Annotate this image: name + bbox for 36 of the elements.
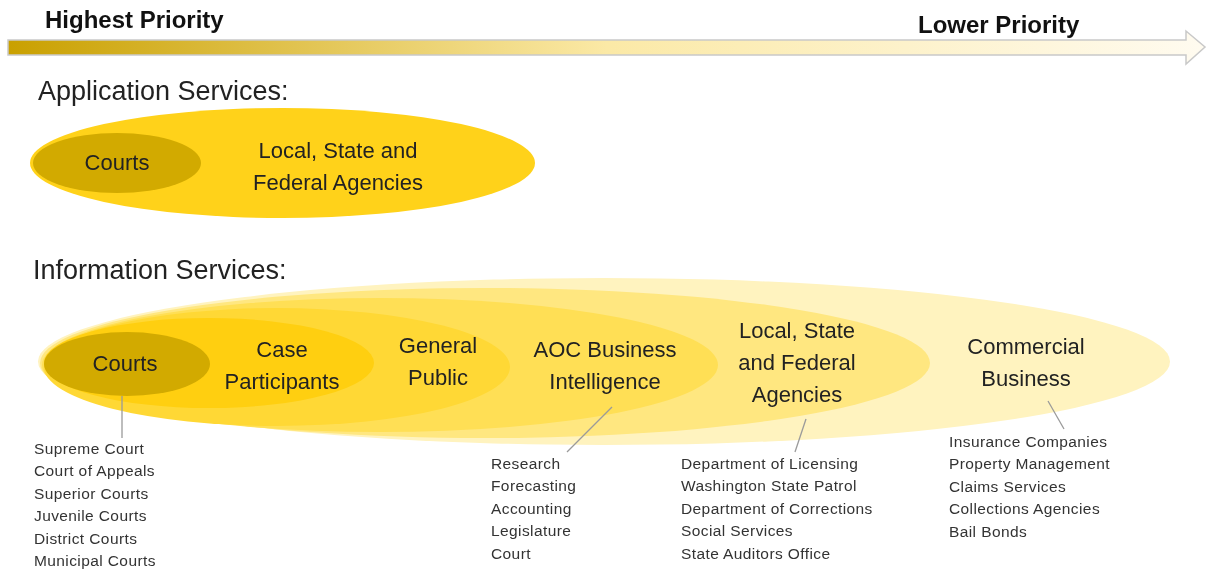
list-item: Department of Corrections: [681, 498, 873, 519]
audience-ellipse: [44, 332, 210, 396]
ellipse-label: Courts: [84, 149, 150, 178]
list-item: Claims Services: [949, 476, 1068, 497]
ellipse-label: General Public: [397, 332, 479, 392]
list-item: Supreme Court: [34, 439, 146, 459]
list-item: Forecasting: [491, 476, 577, 497]
list-item: Bail Bonds: [949, 521, 1029, 542]
list-item: Property Management: [949, 454, 1110, 475]
list-item: Juvenile Courts: [34, 506, 148, 527]
list-item: Legislature: [491, 521, 573, 542]
ellipse-label: Case Participants: [223, 336, 341, 396]
list-item: District Courts: [34, 528, 139, 549]
section-heading: Information Services:: [33, 255, 287, 286]
priority-label: Highest Priority: [45, 6, 224, 34]
list-item: Research: [491, 454, 562, 474]
list-item: Court: [491, 543, 532, 564]
ellipse-label: Courts: [92, 350, 158, 379]
ellipse-label: Local, State and Federal Agencies: [737, 317, 857, 409]
list-item: Municipal Courts: [34, 551, 156, 572]
ellipse-label: Commercial Business: [966, 333, 1086, 393]
ellipse-label: AOC Business Intelligence: [532, 336, 678, 396]
ellipse-label: Local, State and Federal Agencies: [252, 137, 424, 197]
list-item: Washington State Patrol: [681, 476, 858, 497]
list-item: Court of Appeals: [34, 461, 156, 482]
priority-label: Lower Priority: [918, 11, 1080, 39]
list-item: State Auditors Office: [681, 543, 832, 564]
list-item: Social Services: [681, 521, 794, 542]
list-item: Collections Agencies: [949, 499, 1102, 520]
list-item: Accounting: [491, 498, 573, 519]
list-item: Department of Licensing: [681, 454, 860, 474]
section-heading: Application Services:: [38, 76, 289, 107]
list-item: Superior Courts: [34, 483, 150, 504]
list-item: Insurance Companies: [949, 432, 1109, 452]
leader-line: [121, 395, 123, 439]
leader-line: [1047, 400, 1065, 430]
